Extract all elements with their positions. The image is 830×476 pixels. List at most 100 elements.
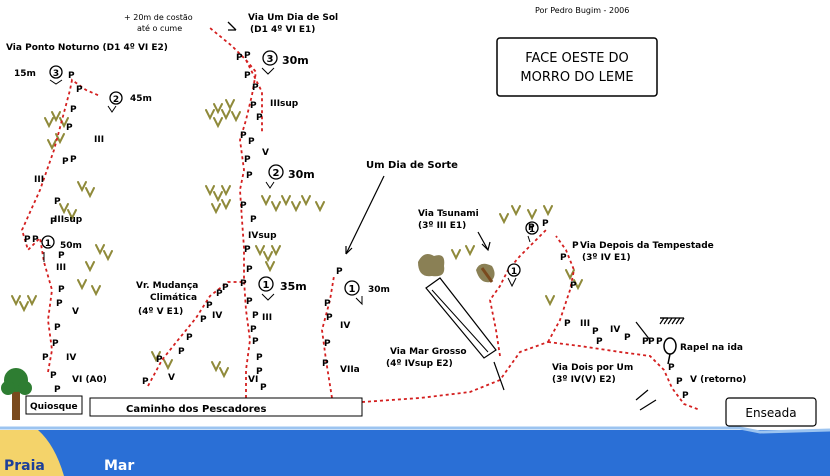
- pitch-len-sorte-1: 30m: [368, 285, 390, 295]
- caminho-label: Caminho dos Pescadores: [126, 404, 266, 415]
- svg-text:1: 1: [511, 267, 517, 277]
- svg-text:2: 2: [113, 95, 119, 105]
- protection-p: P: [42, 353, 49, 363]
- protection-p: P: [54, 323, 61, 333]
- pitch-len-ponto-1: 50m: [60, 241, 82, 251]
- protection-p: P: [252, 83, 259, 93]
- svg-text:III: III: [94, 135, 104, 145]
- svg-text:VIIa: VIIa: [340, 365, 360, 375]
- route-name-mudanca-2: Climática: [150, 293, 197, 303]
- pitch-len-ponto-3: 15m: [14, 69, 36, 79]
- mar-grosso-slab-line: [431, 289, 489, 353]
- protection-p: P: [642, 337, 649, 347]
- protection-p: P: [324, 339, 331, 349]
- protection-p: P: [250, 215, 257, 225]
- title-line2: MORRO DO LEME: [520, 70, 633, 85]
- credit-text: Por Pedro Bugim - 2006: [535, 6, 629, 15]
- svg-text:IV: IV: [212, 311, 222, 321]
- svg-text:V: V: [168, 373, 175, 383]
- svg-text:VI: VI: [248, 375, 258, 385]
- protection-p: P: [596, 337, 603, 347]
- protection-p: P: [240, 279, 247, 289]
- protection-p: P: [564, 319, 571, 329]
- protection-p: P: [256, 367, 263, 377]
- pitch-len-ponto-2: 45m: [130, 94, 152, 104]
- rapel-icon: [663, 337, 677, 355]
- protection-p: P: [246, 171, 253, 181]
- belay-sol-2: 2: [265, 164, 284, 189]
- protection-p: P: [252, 337, 259, 347]
- svg-text:2: 2: [273, 168, 280, 179]
- belay-sol-1: 1: [258, 276, 275, 301]
- route-name-um-dia-de-sol-2: (D1 4º VI E1): [250, 25, 315, 35]
- svg-text:IIIsup: IIIsup: [270, 99, 299, 109]
- protection-p: P: [244, 71, 251, 81]
- belay-ponto-3: 3: [49, 65, 63, 85]
- svg-text:III: III: [56, 263, 66, 273]
- protection-p: P: [240, 201, 247, 211]
- belay-ponto-1: 1: [41, 235, 55, 262]
- svg-text:IV: IV: [610, 325, 620, 335]
- svg-text:1: 1: [349, 284, 356, 295]
- protection-p: P: [62, 157, 69, 167]
- protection-p: P: [682, 391, 689, 401]
- protection-p: P: [252, 311, 259, 321]
- protection-p: P: [24, 235, 31, 245]
- protection-p: P: [668, 363, 675, 373]
- protection-p: P: [244, 51, 251, 61]
- protection-p: P: [624, 333, 631, 343]
- title-box: [496, 37, 658, 97]
- shoreline: [0, 426, 830, 434]
- svg-text:III: III: [262, 313, 272, 323]
- svg-text:1: 1: [529, 225, 535, 235]
- rapel-label: Rapel na ida: [680, 343, 743, 353]
- route-name-tempestade-1: Via Depois da Tempestade: [580, 241, 714, 251]
- protection-p: P: [178, 347, 185, 357]
- protection-p: P: [68, 71, 75, 81]
- protection-p: P: [54, 197, 61, 207]
- route-name-dois-por-um-1: Via Dois por Um: [552, 363, 633, 373]
- protection-p: P: [322, 359, 329, 369]
- protection-p: P: [656, 337, 663, 347]
- svg-text:III: III: [34, 175, 44, 185]
- belay-sorte-1: 1: [344, 280, 363, 306]
- protection-p: P: [244, 155, 251, 165]
- protection-p: P: [250, 325, 257, 335]
- protection-p: P: [256, 113, 263, 123]
- beach-sand: [0, 430, 64, 476]
- svg-text:V: V: [72, 307, 79, 317]
- pitch-len-sol-3: 30m: [282, 54, 309, 67]
- protection-p: P: [676, 377, 683, 387]
- protection-p: P: [54, 385, 61, 395]
- rock-stick: [480, 267, 494, 283]
- protection-p: P: [56, 299, 63, 309]
- protection-p: P: [648, 337, 655, 347]
- protection-p: P: [256, 353, 263, 363]
- belay-sol-3: 3: [261, 50, 278, 75]
- svg-text:1: 1: [45, 239, 51, 249]
- protection-p: P: [246, 265, 253, 275]
- protection-p: P: [200, 315, 207, 325]
- svg-text:IV: IV: [340, 321, 350, 331]
- belay-ponto-2: 2: [107, 91, 123, 113]
- protection-p: P: [246, 297, 253, 307]
- route-name-mar-grosso-1: Via Mar Grosso: [390, 347, 467, 357]
- praia-label: Praia: [4, 458, 45, 474]
- svg-text:VI (A0): VI (A0): [72, 375, 107, 385]
- route-name-tsunami-1: Via Tsunami: [418, 209, 479, 219]
- protection-p: P: [216, 289, 223, 299]
- svg-text:1: 1: [263, 280, 270, 291]
- route-name-mar-grosso-2: (4º IVsup E2): [386, 359, 453, 369]
- title-line1: FACE OESTE DO: [525, 51, 629, 66]
- protection-p: P: [50, 217, 57, 227]
- route-lines: [21, 27, 701, 411]
- protection-p: P: [240, 131, 247, 141]
- protection-p: P: [326, 313, 333, 323]
- protection-p: P: [250, 101, 257, 111]
- belay-tsunami-1: 1: [507, 263, 521, 288]
- pitch-len-sol-2: 30m: [288, 168, 315, 181]
- protection-p: P: [542, 219, 549, 229]
- svg-text:IVsup: IVsup: [248, 231, 277, 241]
